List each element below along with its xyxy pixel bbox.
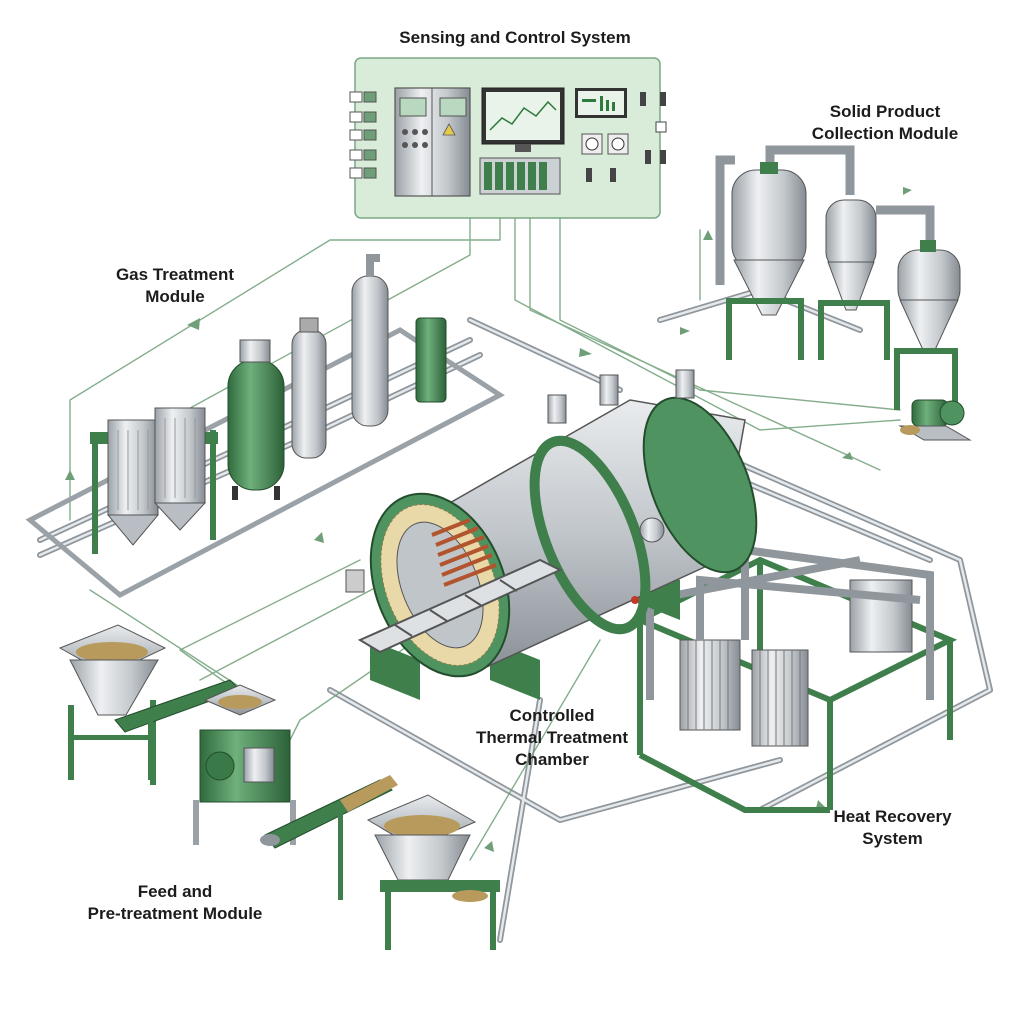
chamber-mid-flange	[529, 435, 651, 635]
gauge-icon	[581, 133, 629, 155]
label-heat-recovery: Heat Recovery System	[815, 806, 970, 850]
gas-treatment-module	[25, 254, 505, 598]
label-chamber-line2: Thermal Treatment	[475, 728, 629, 747]
green-scrubber-tank	[227, 339, 285, 500]
label-heat-line1: Heat Recovery	[833, 807, 952, 826]
conveyor-tray	[357, 558, 563, 654]
label-chamber-line1: Controlled	[509, 706, 595, 725]
cyclone-2	[818, 199, 890, 360]
transfer-pipes	[715, 145, 935, 285]
chamber-fittings	[345, 369, 695, 604]
feed-hopper	[58, 624, 167, 785]
sensor-terminals	[349, 91, 377, 179]
steel-column-1	[291, 317, 327, 459]
label-solid-line2: Collection Module	[811, 124, 959, 143]
sensing-control-system	[349, 57, 667, 219]
label-feed-line1: Feed and	[137, 882, 213, 901]
incline-conveyor-2	[260, 775, 398, 900]
bag-filter	[90, 407, 218, 554]
label-solid-product: Solid Product Collection Module	[790, 101, 980, 145]
label-feed-line2: Pre-treatment Module	[87, 904, 263, 923]
label-gas-line2: Module	[145, 287, 205, 306]
output-hopper	[366, 794, 500, 950]
solid-product-collection-module	[715, 145, 972, 441]
piping-network	[37, 187, 993, 943]
label-chamber-line3: Chamber	[515, 750, 589, 769]
label-thermal-chamber: Controlled Thermal Treatment Chamber	[462, 705, 642, 771]
cyclone-3	[894, 240, 961, 410]
label-feed-pretreatment: Feed and Pre-treatment Module	[65, 881, 285, 925]
label-gas-treatment: Gas Treatment Module	[95, 264, 255, 308]
feed-pretreatment-module	[58, 624, 500, 950]
discharge-motor	[898, 399, 972, 441]
label-sensing-control: Sensing and Control System	[370, 27, 660, 49]
heating-coil	[431, 518, 497, 587]
io-rack	[479, 157, 561, 195]
chamber-rear-flange	[642, 396, 758, 574]
sensor-probe-icon	[586, 92, 667, 182]
label-sensing-line: Sensing and Control System	[399, 28, 631, 47]
plate-heat-exchanger-2	[751, 649, 809, 747]
cyclone-1	[726, 162, 807, 360]
control-cabinet	[394, 87, 471, 197]
steel-column-2	[351, 254, 389, 427]
green-blower	[415, 317, 447, 403]
label-solid-line1: Solid Product	[829, 102, 941, 121]
chamber-cutaway	[357, 492, 563, 678]
shredder	[193, 684, 296, 845]
monitor-display	[481, 87, 565, 152]
thermal-treatment-chamber	[345, 369, 758, 700]
label-heat-line2: System	[862, 829, 923, 848]
heat-recovery-system	[632, 545, 958, 813]
plate-heat-exchanger-1	[679, 639, 741, 731]
label-gas-line1: Gas Treatment	[115, 265, 235, 284]
secondary-display	[575, 88, 627, 118]
